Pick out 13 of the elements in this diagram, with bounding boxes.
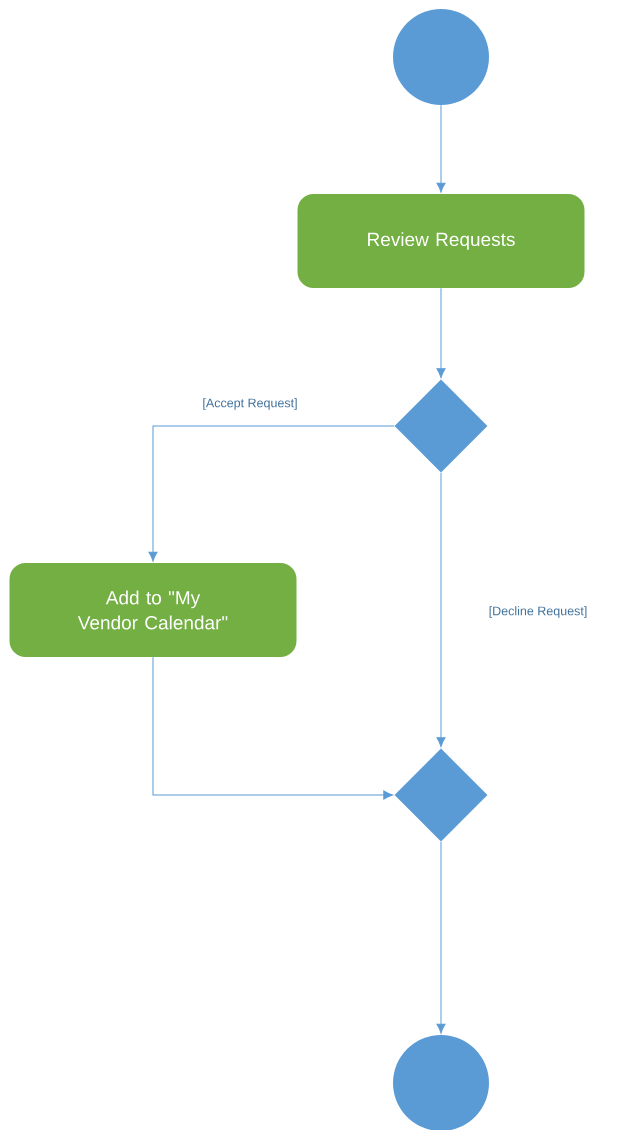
arrow [436,104,446,193]
start-end-circle [393,9,489,105]
activity-box: Add to "My Vendor Calendar" [9,563,297,657]
arrow [436,841,446,1034]
activity-box: Review Requests [297,194,585,288]
arrow [436,472,446,748]
edge-label: [Accept Request] [201,397,299,411]
arrow [148,425,395,562]
decision-diamond [394,379,488,473]
edge-label: [Decline Request] [487,605,589,619]
arrow [436,287,446,379]
decision-diamond [394,748,488,842]
arrow [152,656,394,800]
